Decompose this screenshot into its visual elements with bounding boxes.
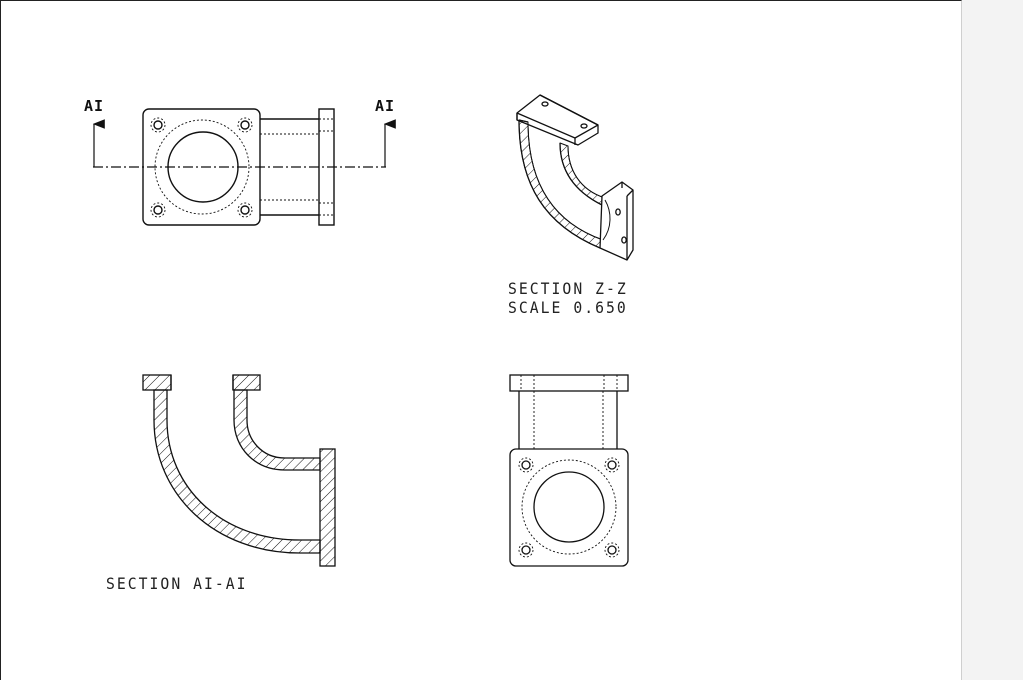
section-marker-left: AI bbox=[84, 97, 105, 115]
sheet-margin-strip bbox=[962, 0, 1023, 680]
section-ai-title: SECTION AI-AI bbox=[106, 574, 248, 593]
section-zz-title: SECTION Z-Z bbox=[508, 279, 628, 298]
section-marker-right: AI bbox=[375, 97, 396, 115]
side-view bbox=[509, 374, 629, 567]
bolt-circle-hidden bbox=[154, 119, 250, 215]
side-view-bolt-holes bbox=[518, 457, 620, 558]
section-zz-scale: SCALE 0.650 bbox=[508, 298, 628, 317]
bolt-holes bbox=[150, 117, 253, 218]
section-ai-view bbox=[142, 374, 336, 567]
sheet-border bbox=[0, 0, 962, 680]
top-view bbox=[92, 108, 396, 226]
isometric-section-view bbox=[516, 94, 634, 261]
